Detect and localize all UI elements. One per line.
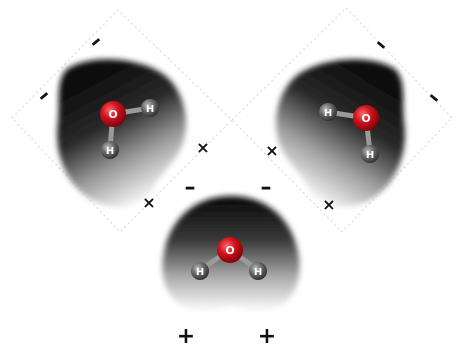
cross-sign: × (265, 141, 278, 160)
hydrogen-atom (191, 262, 209, 280)
hydrogen-atom (141, 99, 159, 117)
oxygen-atom (217, 237, 243, 263)
negative-sign: – (83, 29, 107, 55)
hydrogen-atom (361, 145, 379, 163)
positive-sign: + (258, 324, 276, 346)
molecule-right: O H H (276, 59, 405, 207)
cross-sign: × (142, 193, 155, 212)
cross-sign: × (322, 195, 335, 214)
negative-sign: – (261, 175, 272, 200)
oxygen-label: O (108, 108, 117, 121)
hydrogen-label: H (324, 108, 332, 119)
hydrogen-label: H (106, 146, 114, 157)
molecule-bottom: O H H (162, 196, 300, 312)
hydrogen-label: H (146, 104, 154, 115)
electron-cloud-right (276, 59, 405, 207)
positive-sign: + (177, 324, 195, 346)
negative-sign: – (185, 175, 196, 200)
hydrogen-label: H (254, 267, 262, 278)
negative-sign: – (31, 83, 55, 109)
oxygen-atom (353, 105, 379, 131)
cross-sign: × (196, 138, 209, 157)
hydrogen-label: H (366, 150, 374, 161)
oxygen-atom (100, 101, 126, 127)
charge-signs-bottom: – – + + (177, 175, 276, 346)
molecule-left: O H H (57, 59, 186, 207)
hydrogen-label: H (196, 267, 204, 278)
negative-sign: – (369, 32, 393, 58)
hydrogen-atom (101, 141, 119, 159)
electron-cloud-left (57, 59, 186, 207)
hydrogen-atom (249, 262, 267, 280)
oxygen-label: O (225, 244, 234, 257)
oxygen-label: O (361, 112, 370, 125)
hydrogen-atom (319, 103, 337, 121)
negative-sign: – (422, 85, 446, 111)
